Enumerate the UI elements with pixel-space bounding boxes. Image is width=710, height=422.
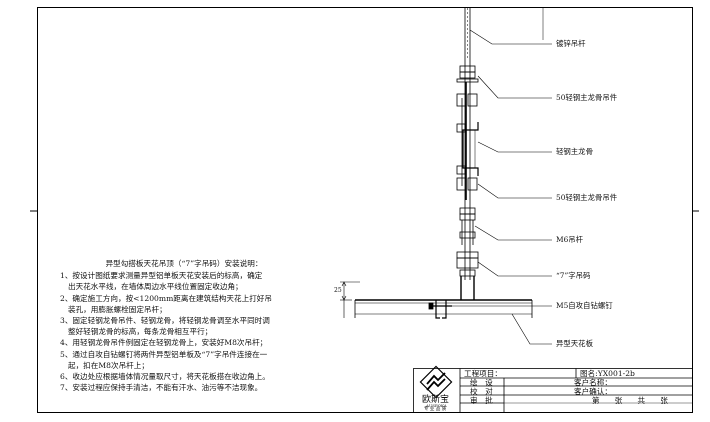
note-line: 起，扣在M8次吊杆上； [68, 360, 149, 370]
label-rod: 镀锌吊杆 [556, 39, 586, 48]
check-label: 校 对 [470, 387, 493, 396]
nut [459, 65, 476, 73]
dimension-value: 25 [334, 287, 342, 294]
note-line: 3、固定轻钢龙骨吊件、轻钢龙骨，将轻钢龙骨调至水平同时调 [60, 316, 270, 326]
dimension-line [340, 281, 360, 318]
note-line: 7、安装过程应保持手清洁，不能有汗水、油污等不洁现象。 [60, 383, 263, 393]
label-main-keel: 轻钢主龙骨 [556, 147, 593, 156]
notes-title: 异型勾搭板天花吊顶（“7”字吊码）安装说明： [105, 259, 263, 268]
note-line: 2、确定施工方向，按<1200mm距离在建筑结构天花上打好吊 [60, 293, 272, 303]
nut [459, 213, 476, 221]
note-line: 4、用轻钢龙骨吊件例固定在轻钢龙骨上，安装好M8次吊杆； [60, 338, 268, 348]
sheet-border [37, 7, 693, 413]
logo-name: 欧斯宝 [422, 395, 450, 405]
note-line: 出天花水平线，在墙体周边水平线位置固定收边角； [68, 282, 243, 292]
label-hanger-upper: 50轻钢主龙骨吊件 [556, 93, 618, 102]
nut [459, 71, 476, 79]
label-m6-rod: M6吊杆 [556, 235, 584, 244]
client-name-label: 客户名称： [574, 378, 612, 387]
label-seven-code: “7”字吊码 [556, 271, 591, 280]
main-keel [456, 122, 479, 176]
note-line: 5、通过自攻自钻螺钉将两件异型铝单板及“7”字吊件连接在一 [60, 349, 268, 359]
washer [456, 78, 479, 83]
label-profile: 异型天花板 [556, 339, 593, 348]
ceiling-detail [340, 8, 544, 319]
leader-lines [452, 29, 552, 345]
logo-english: AUSPOKA [426, 403, 447, 408]
ceiling-panels [354, 299, 533, 319]
logo-tagline: 专 业 品 质 [424, 407, 447, 412]
drawing-number: 图名:YX001-2b [580, 369, 635, 378]
label-screw: M5自攻自钻螺钉 [556, 301, 613, 310]
seven-hanger [456, 251, 479, 300]
note-line: 6、收边处应根据墙体情况量取尺寸，将天花板搭在收边角上。 [60, 372, 270, 382]
main-keel-hanger-upper [456, 82, 478, 200]
nut [459, 207, 476, 215]
note-line: 1、按设计图纸要求测量异型铝单板天花安装后的标高，确定 [60, 271, 263, 281]
title-block [413, 368, 693, 413]
main-keel-hanger-lower [456, 177, 478, 191]
label-hanger-lower: 50轻钢主龙骨吊件 [556, 193, 618, 202]
note-line: 装孔，用膨胀螺栓固定吊杆； [68, 304, 167, 314]
design-label: 绘 设 [470, 378, 493, 387]
project-label: 工程项目： [464, 369, 502, 378]
logo-mark [419, 365, 453, 399]
client-confirm-label: 客户确认： [574, 387, 612, 396]
note-line: 整好轻钢龙骨的标高，每条龙骨相互平行； [68, 327, 213, 337]
installation-notes: 异型勾搭板天花吊顶（“7”字吊码）安装说明： 1、按设计图纸要求测量异型铝单板天… [60, 258, 308, 393]
approve-label: 审 批 [470, 396, 493, 405]
nut [459, 231, 476, 239]
sheet-count: 第 张 共 张 [592, 396, 668, 405]
